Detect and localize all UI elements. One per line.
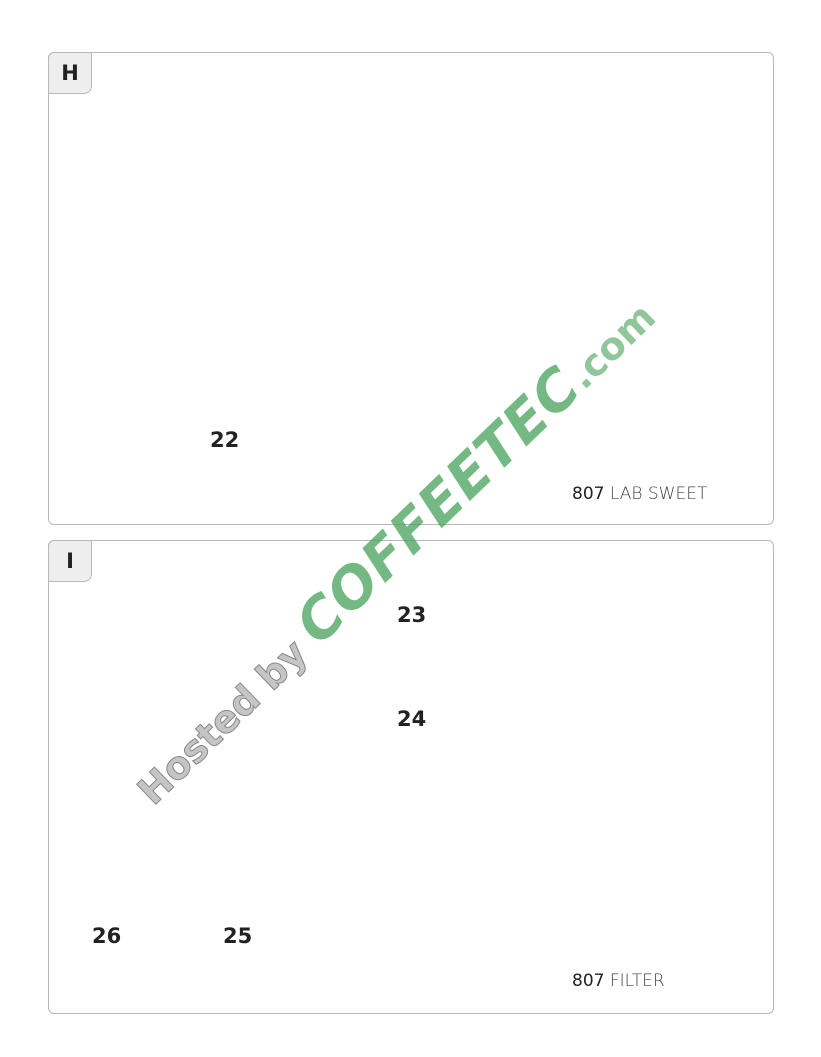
callout-26: 26 bbox=[92, 924, 122, 948]
callout-24: 24 bbox=[397, 707, 427, 731]
panel-h: H bbox=[48, 52, 774, 525]
panel-label-i: I bbox=[48, 540, 92, 582]
panel-i: I bbox=[48, 540, 774, 1014]
model-name: LAB SWEET bbox=[609, 484, 708, 504]
callout-22: 22 bbox=[210, 428, 240, 452]
model-number: 807 bbox=[572, 971, 605, 991]
callout-25: 25 bbox=[223, 924, 253, 948]
model-name: FILTER bbox=[609, 971, 665, 991]
callout-23: 23 bbox=[397, 603, 427, 627]
panel-label-h: H bbox=[48, 52, 92, 94]
model-number: 807 bbox=[572, 484, 605, 504]
model-caption-filter: 807 FILTER bbox=[572, 971, 665, 991]
model-caption-lab-sweet: 807 LAB SWEET bbox=[572, 484, 707, 504]
